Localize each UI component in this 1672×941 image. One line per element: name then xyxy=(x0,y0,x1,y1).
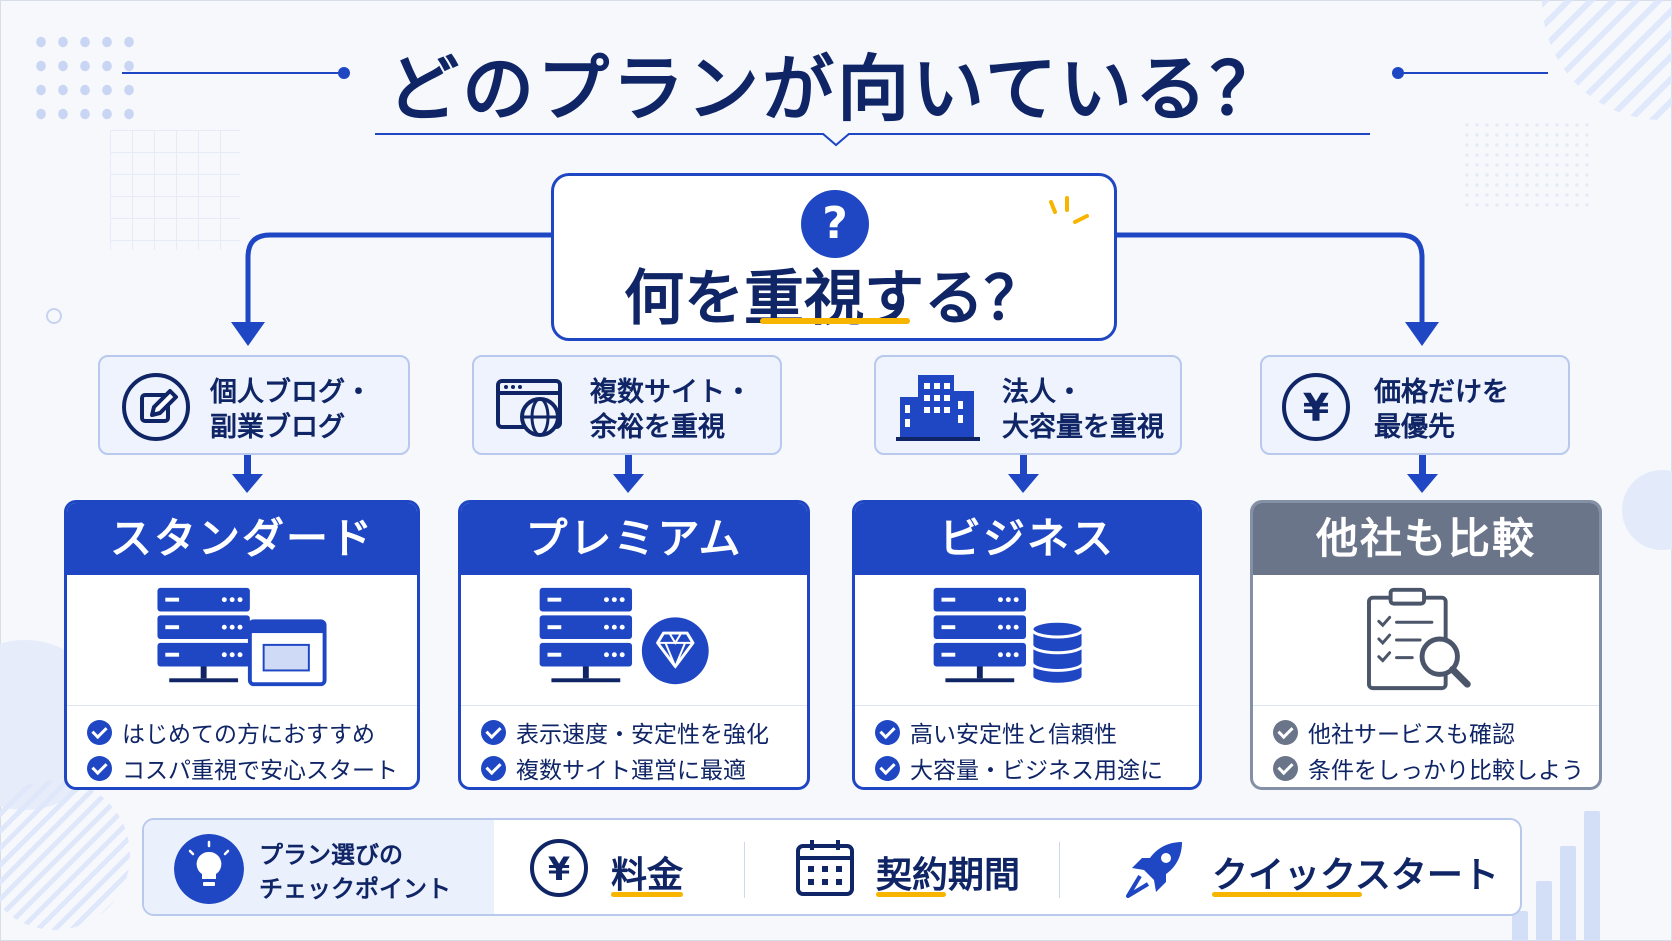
feature-item: 表示速度・安定性を強化 xyxy=(481,714,807,750)
question-underline xyxy=(760,318,910,324)
condition-line1: 法人・ xyxy=(1002,377,1083,408)
plan-card-premium[interactable]: プレミアム 表示速度・安定性を強化 複数サイト運営に最適 xyxy=(458,500,810,790)
pen-edit-icon xyxy=(122,373,190,441)
plan-name: 他社も比較 xyxy=(1253,503,1599,575)
question-icon: ? xyxy=(801,190,869,258)
striped-circle-decoration xyxy=(0,780,130,930)
title-dot-left xyxy=(338,67,350,79)
feature-item: 他社サービスも確認 xyxy=(1273,714,1599,750)
checkpoint-item-quickstart: クイックスタート xyxy=(1124,820,1499,914)
checkpoint-title-line2: チェックポイント xyxy=(259,875,451,903)
checkpoint-title-line1: プラン選びの xyxy=(259,841,403,869)
feature-item: 高い安定性と信頼性 xyxy=(875,714,1199,750)
checkpoint-label: 契約期間 xyxy=(876,855,1021,896)
title-line-right xyxy=(1398,72,1548,74)
dot-grid-decoration xyxy=(1462,120,1592,210)
feature-item: 複数サイト運営に最適 xyxy=(481,750,807,786)
yen-icon: ¥ xyxy=(1282,373,1350,441)
calendar-icon xyxy=(796,840,854,896)
feature-item: はじめての方におすすめ xyxy=(87,714,417,750)
feature-item: 大容量・ビジネス用途に xyxy=(875,750,1199,786)
server-database-icon xyxy=(933,587,1085,686)
condition-line2: 大容量を重視 xyxy=(1002,412,1164,443)
condition-personal-blog: 個人ブログ・ 副業ブログ xyxy=(98,355,410,455)
plan-card-standard[interactable]: スタンダード はじめての方におすすめ コスパ重視で安心スタート xyxy=(64,500,420,790)
grid-decoration xyxy=(110,130,240,250)
check-icon xyxy=(481,755,506,781)
check-icon xyxy=(87,719,112,745)
condition-line1: 個人ブログ・ xyxy=(210,377,372,408)
condition-line2: 副業ブログ xyxy=(210,412,345,443)
condition-price: ¥ 価格だけを 最優先 xyxy=(1260,355,1570,455)
feature-item: コスパ重視で安心スタート xyxy=(87,750,417,786)
ring-decoration xyxy=(46,308,62,324)
check-icon xyxy=(875,755,900,781)
building-icon xyxy=(896,375,980,441)
clipboard-search-icon xyxy=(1367,587,1471,691)
plan-name: ビジネス xyxy=(855,503,1199,575)
check-icon xyxy=(1273,755,1298,781)
checkpoint-underline xyxy=(611,892,683,897)
condition-corporate: 法人・ 大容量を重視 xyxy=(874,355,1182,455)
checkpoint-underline xyxy=(1212,892,1362,897)
svg-text:¥: ¥ xyxy=(1303,386,1329,430)
check-icon xyxy=(875,719,900,745)
svg-text:¥: ¥ xyxy=(548,850,570,888)
page-title: どのプランが向いている？ xyxy=(387,47,1285,131)
lightbulb-icon xyxy=(174,834,244,904)
separator xyxy=(1059,842,1060,898)
checkpoint-item-contract: 契約期間 xyxy=(794,820,1054,914)
title-underline-notch xyxy=(822,133,850,147)
browser-globe-icon xyxy=(496,379,562,437)
dot-pattern-decoration xyxy=(30,30,140,120)
condition-line2: 余裕を重視 xyxy=(590,412,725,443)
server-diamond-icon xyxy=(539,587,709,685)
checkpoint-underline xyxy=(876,892,946,897)
checkpoint-label: 料金 xyxy=(611,855,684,896)
title-line-left xyxy=(122,72,342,74)
checkpoint-bar: プラン選びの チェックポイント ¥ 料金 契約期間 xyxy=(142,818,1522,916)
condition-multi-site: 複数サイト・ 余裕を重視 xyxy=(472,355,782,455)
title-underline xyxy=(375,133,1370,135)
check-icon xyxy=(87,755,112,781)
condition-line1: 複数サイト・ xyxy=(590,377,752,408)
checkpoint-item-price: ¥ 料金 xyxy=(529,820,729,914)
feature-list: 表示速度・安定性を強化 複数サイト運営に最適 xyxy=(461,705,807,786)
flow-connectors xyxy=(231,232,1439,493)
plan-name: スタンダード xyxy=(67,503,417,575)
check-icon xyxy=(1273,719,1298,745)
sparkle-icon xyxy=(1049,196,1089,224)
feature-list: 他社サービスも確認 条件をしっかり比較しよう xyxy=(1253,705,1599,786)
plan-card-business[interactable]: ビジネス 高い安定性と信頼性 大容量・ビジネス用途に xyxy=(852,500,1202,790)
feature-item: 条件をしっかり比較しよう xyxy=(1273,750,1599,786)
checkpoint-label: クイックスタート xyxy=(1212,855,1499,896)
feature-list: 高い安定性と信頼性 大容量・ビジネス用途に xyxy=(855,705,1199,786)
title-dot-right xyxy=(1392,67,1404,79)
rocket-icon xyxy=(1126,842,1182,898)
condition-line2: 最優先 xyxy=(1374,412,1455,443)
server-window-icon xyxy=(157,587,327,687)
checkpoint-header: プラン選びの チェックポイント xyxy=(144,820,494,914)
plan-name: プレミアム xyxy=(461,503,807,575)
condition-line1: 価格だけを xyxy=(1374,377,1509,408)
bar-decoration xyxy=(1512,791,1662,941)
yen-coin-icon: ¥ xyxy=(530,839,588,897)
separator xyxy=(744,842,745,898)
check-icon xyxy=(481,719,506,745)
plan-card-compare[interactable]: 他社も比較 他社サービスも確認 条件をしっかり比較しよう xyxy=(1250,500,1602,790)
feature-list: はじめての方におすすめ コスパ重視で安心スタート xyxy=(67,705,417,786)
